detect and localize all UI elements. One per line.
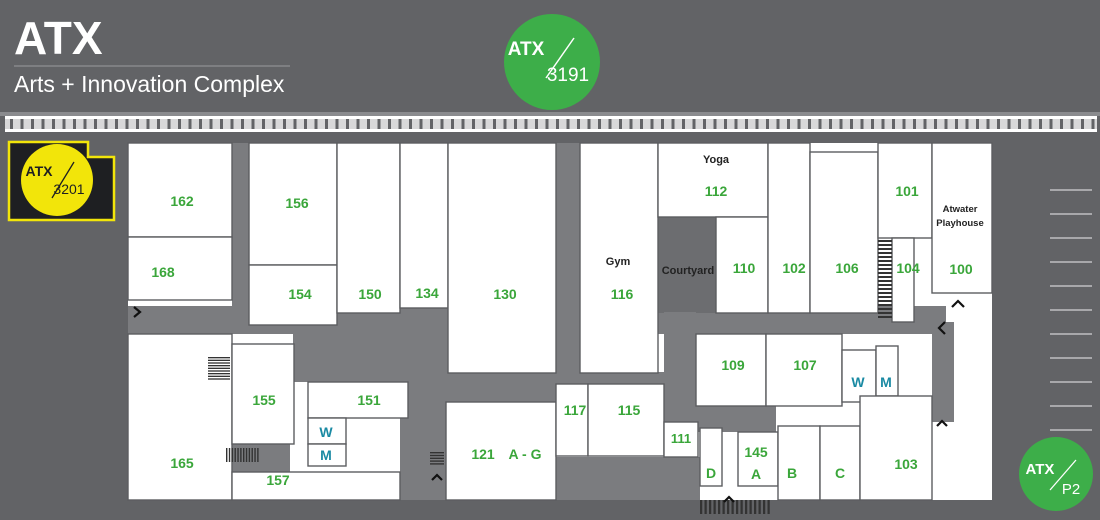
label-154: 154 (288, 286, 312, 302)
label-110: 110 (733, 260, 756, 276)
room-117 (555, 383, 589, 457)
label-101: 101 (895, 183, 919, 199)
room-116-gym (579, 142, 659, 374)
header-subtitle: Arts + Innovation Complex (14, 71, 285, 97)
room-157 (231, 471, 401, 501)
room-162 (127, 142, 233, 238)
label-121: 121 (471, 446, 495, 462)
badge-p2-prefix: ATX (1026, 461, 1055, 478)
room-outlines (127, 142, 993, 501)
label-106: 106 (835, 260, 859, 276)
room-104 (891, 237, 915, 323)
entrance-south-icon (723, 495, 735, 503)
label-162: 162 (170, 193, 194, 209)
label-space-c: C (835, 465, 845, 481)
room-134 (399, 142, 449, 309)
room-103 (859, 395, 933, 501)
label-156: 156 (285, 195, 309, 211)
label-168: 168 (151, 264, 175, 280)
label-104: 104 (896, 260, 920, 276)
room-100-playhouse (931, 142, 993, 294)
room-150 (336, 142, 401, 314)
label-102: 102 (782, 260, 806, 276)
label-restroom-w-east: W (851, 374, 865, 390)
room-168 (127, 236, 233, 301)
label-134: 134 (415, 285, 439, 301)
room-130 (447, 142, 557, 374)
entrance-south-west-icon (431, 473, 443, 481)
room-111 (663, 421, 699, 458)
label-121-a-g: A - G (509, 446, 542, 462)
room-154 (248, 264, 338, 326)
label-100: 100 (949, 261, 973, 277)
badge-3201-number: 3201 (53, 181, 84, 197)
label-courtyard: Courtyard (662, 265, 715, 277)
entrance-east-lower-icon (936, 419, 948, 427)
label-151: 151 (357, 392, 381, 408)
entrance-markers (133, 299, 965, 503)
label-112: 112 (705, 183, 728, 199)
room-109 (695, 333, 767, 407)
room-110 (715, 216, 769, 314)
label-playhouse-line1: Atwater (943, 204, 978, 215)
label-111: 111 (671, 431, 691, 446)
road-edge (0, 112, 1100, 116)
room-115 (587, 383, 665, 457)
label-155: 155 (252, 392, 276, 408)
badge-3191-prefix: ATX (508, 39, 545, 60)
label-116: 116 (611, 286, 634, 302)
room-102 (767, 142, 811, 314)
badge-p2-number: P2 (1062, 481, 1080, 498)
entrance-north-icon (951, 299, 965, 308)
entrance-east-icon (937, 321, 946, 335)
room-165 (127, 333, 233, 501)
room-107 (765, 333, 843, 407)
restroom-m-west (307, 443, 347, 467)
label-117: 117 (564, 402, 587, 418)
label-space-b: B (787, 465, 797, 481)
label-107: 107 (793, 357, 817, 373)
room-155 (231, 343, 295, 445)
space-c (819, 425, 861, 501)
header-title: ATX (14, 12, 103, 64)
entrance-west-icon (133, 306, 142, 318)
label-157: 157 (266, 472, 290, 488)
parking-lines (1050, 189, 1092, 431)
room-151 (307, 381, 409, 419)
space-a (737, 431, 779, 487)
room-101 (877, 142, 933, 239)
stairs (208, 240, 892, 514)
label-space-d: D (706, 465, 716, 481)
room-labels: 162 168 156 154 150 134 130 116 112 110 … (151, 154, 983, 488)
label-109: 109 (721, 357, 745, 373)
rail-strip (5, 116, 1097, 132)
room-106 (809, 151, 879, 314)
label-restroom-w-west: W (319, 424, 333, 440)
label-150: 150 (358, 286, 382, 302)
label-103: 103 (894, 456, 918, 472)
label-playhouse-line2: Playhouse (936, 218, 984, 229)
badge-atx-p2[interactable]: ATX P2 (1019, 437, 1093, 511)
badge-atx-3201[interactable]: ATX 3201 (7, 140, 116, 222)
space-b (777, 425, 821, 501)
badge-3201-prefix: ATX (26, 163, 54, 179)
room-156 (248, 142, 338, 266)
label-130: 130 (493, 286, 517, 302)
label-165: 165 (170, 455, 194, 471)
badge-atx-3191[interactable]: ATX 3191 (504, 14, 600, 110)
space-d (699, 427, 723, 487)
label-space-a: A (751, 466, 761, 482)
label-restroom-m-west: M (320, 447, 332, 463)
restroom-w-west (307, 417, 347, 445)
label-145: 145 (744, 444, 768, 460)
badge-3191-number: 3191 (547, 65, 589, 86)
label-yoga: Yoga (703, 154, 730, 166)
label-gym: Gym (606, 256, 631, 268)
room-121 (445, 401, 557, 501)
label-restroom-m-east: M (880, 374, 892, 390)
label-115: 115 (618, 402, 641, 418)
